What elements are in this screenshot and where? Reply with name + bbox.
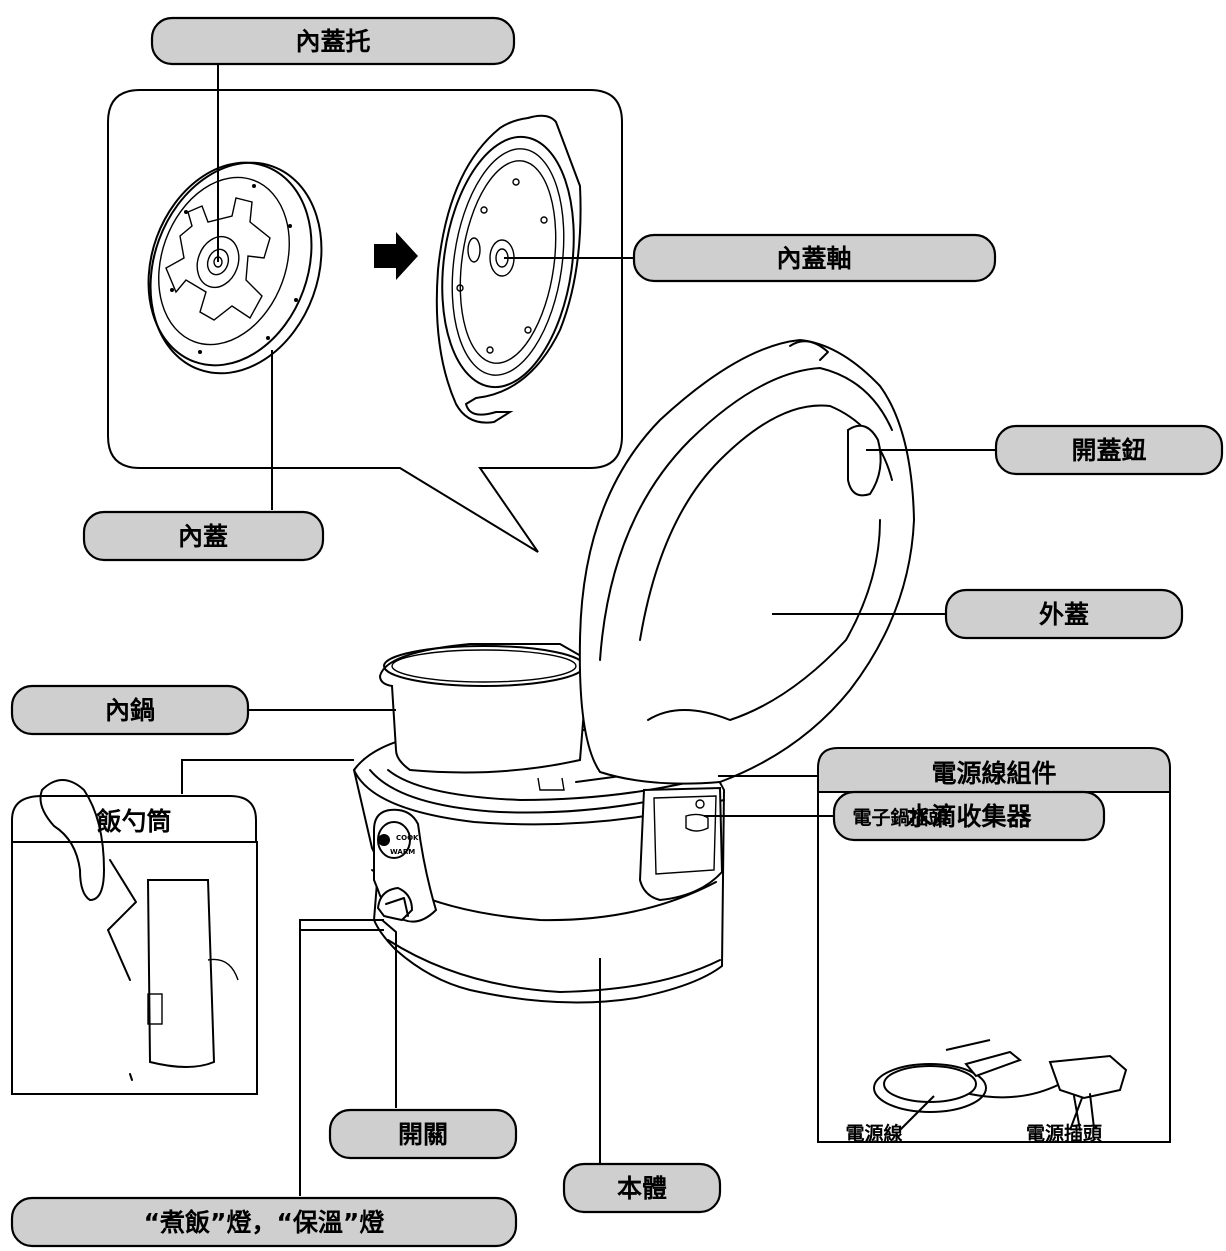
arrow-icon [374,232,418,280]
svg-text:電源線組件: 電源線組件 [931,759,1056,788]
svg-text:水滴收集器: 水滴收集器 [906,802,1032,831]
svg-text:“煮飯”燈，“保溫”燈: “煮飯”燈，“保溫”燈 [144,1208,385,1237]
svg-text:電子鍋插頭: 電子鍋插頭 [852,806,948,829]
label-main-body: 本體 [562,1162,722,1214]
outer-lid-underside-drawing [435,114,582,424]
cook-lamp-label: COOK [396,834,419,842]
label-inner-pot: 內鍋 [10,684,250,736]
label-power-cord: 電源線 [845,1122,902,1145]
svg-text:電源線: 電源線 [845,1122,902,1145]
svg-text:內蓋托: 內蓋托 [295,27,370,56]
label-power-plug: 電源插頭 [1026,1122,1103,1145]
label-condensation-collector: 水滴收集器 [832,790,1106,842]
svg-text:本體: 本體 [617,1174,667,1203]
label-inner-lid-shaft: 內蓋軸 [632,233,997,283]
svg-text:外蓋: 外蓋 [1039,600,1089,629]
label-indicator-lamps: “煮飯”燈，“保溫”燈 [10,1196,518,1248]
svg-text:飯勺筒: 飯勺筒 [95,807,171,836]
label-appliance-plug: 電子鍋插頭 [852,806,948,829]
svg-text:內蓋軸: 內蓋軸 [776,244,851,273]
inner-lid-drawing [147,161,323,375]
label-outer-lid: 外蓋 [944,588,1184,640]
rice-cooker-drawing: COOK WARM [352,338,916,1004]
paddle-holder-inset [11,779,258,1095]
label-inner-lid: 內蓋 [82,510,325,562]
label-power-cord-set: 電源線組件 [931,759,1056,788]
warm-lamp-label: WARM [390,848,415,856]
power-cord-inset [817,747,1171,1143]
svg-text:開關: 開關 [398,1120,448,1149]
svg-text:電源插頭: 電源插頭 [1026,1122,1103,1145]
leader-lines [181,58,1083,1196]
inner-lid-inset [107,89,623,553]
svg-text:內鍋: 內鍋 [105,696,155,725]
label-lid-open-button: 開蓋鈕 [994,424,1224,476]
svg-text:內蓋: 內蓋 [178,522,228,551]
label-paddle-holder: 飯勺筒 [95,807,171,836]
label-switch: 開關 [328,1108,518,1160]
svg-text:開蓋鈕: 開蓋鈕 [1071,436,1146,465]
label-inner-lid-holder: 內蓋托 [150,16,516,66]
